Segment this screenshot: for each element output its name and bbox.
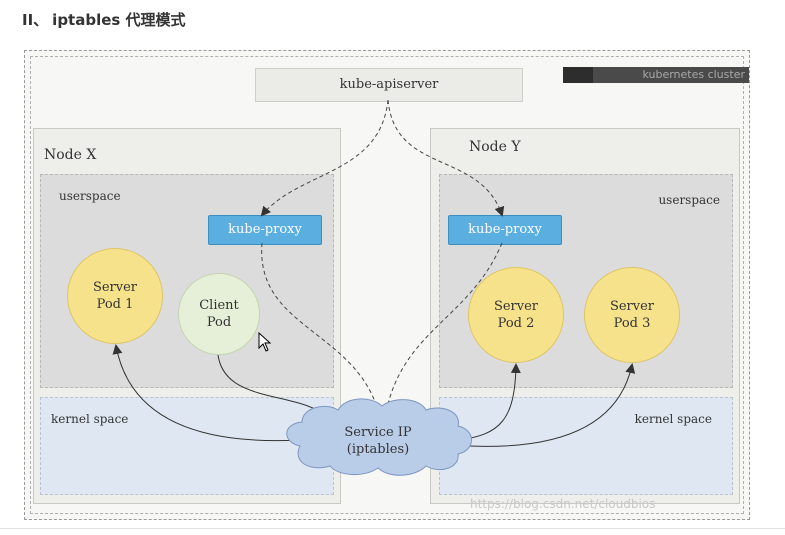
client-pod-line1: Client [199, 298, 239, 313]
watermark: https://blog.csdn.net/cloudbios [470, 497, 656, 511]
section-heading: II、 iptables 代理模式 [22, 9, 186, 30]
node-y-kube-proxy: kube-proxy [448, 215, 562, 245]
node-x-kernel-label: kernel space [51, 412, 129, 426]
mouse-cursor-icon [258, 332, 272, 352]
service-to-pod-3 [469, 363, 636, 447]
service-ip-line1: Service IP [344, 425, 412, 440]
server-pod-3-line1: Server [609, 299, 655, 314]
server-pod-2-line1: Server [493, 299, 539, 314]
section-title: iptables 代理模式 [52, 11, 186, 29]
apiserver-to-proxy-y [387, 99, 505, 217]
node-y-userspace-label: userspace [658, 193, 720, 207]
service-ip-line2: (iptables) [346, 442, 410, 457]
node-x-kernel-space: kernel space [40, 397, 334, 495]
bottom-divider [0, 528, 785, 529]
node-x-title: Node X [44, 147, 97, 163]
client-pod-line2: Pod [206, 315, 232, 330]
section-number: II、 [22, 11, 49, 29]
service-ip-cloud [286, 398, 472, 476]
node-y-title: Node Y [469, 139, 521, 155]
apiserver-to-proxy-x [260, 99, 389, 217]
server-pod-2: Server Pod 2 [468, 267, 564, 363]
service-to-pod-1 [112, 344, 301, 442]
client-pod: Client Pod [178, 273, 260, 355]
cluster-label: kubernetes cluster [563, 67, 749, 83]
server-pod-1-line2: Pod 1 [96, 297, 134, 312]
server-pod-1: Server Pod 1 [67, 248, 163, 344]
server-pod-3-line2: Pod 3 [613, 316, 651, 331]
service-to-pod-2 [457, 363, 521, 441]
proxy-y-to-service [381, 242, 503, 420]
cluster-inner-border [30, 56, 744, 514]
node-x-kube-proxy: kube-proxy [208, 215, 322, 245]
node-y-kernel-label: kernel space [634, 412, 712, 426]
node-x-userspace-label: userspace [59, 189, 121, 203]
server-pod-3: Server Pod 3 [584, 267, 680, 363]
server-pod-2-line2: Pod 2 [497, 316, 535, 331]
server-pod-1-line1: Server [92, 280, 138, 295]
kube-apiserver-box: kube-apiserver [255, 68, 523, 102]
service-ip-label: Service IP (iptables) [318, 424, 438, 458]
proxy-x-to-service [261, 242, 384, 420]
